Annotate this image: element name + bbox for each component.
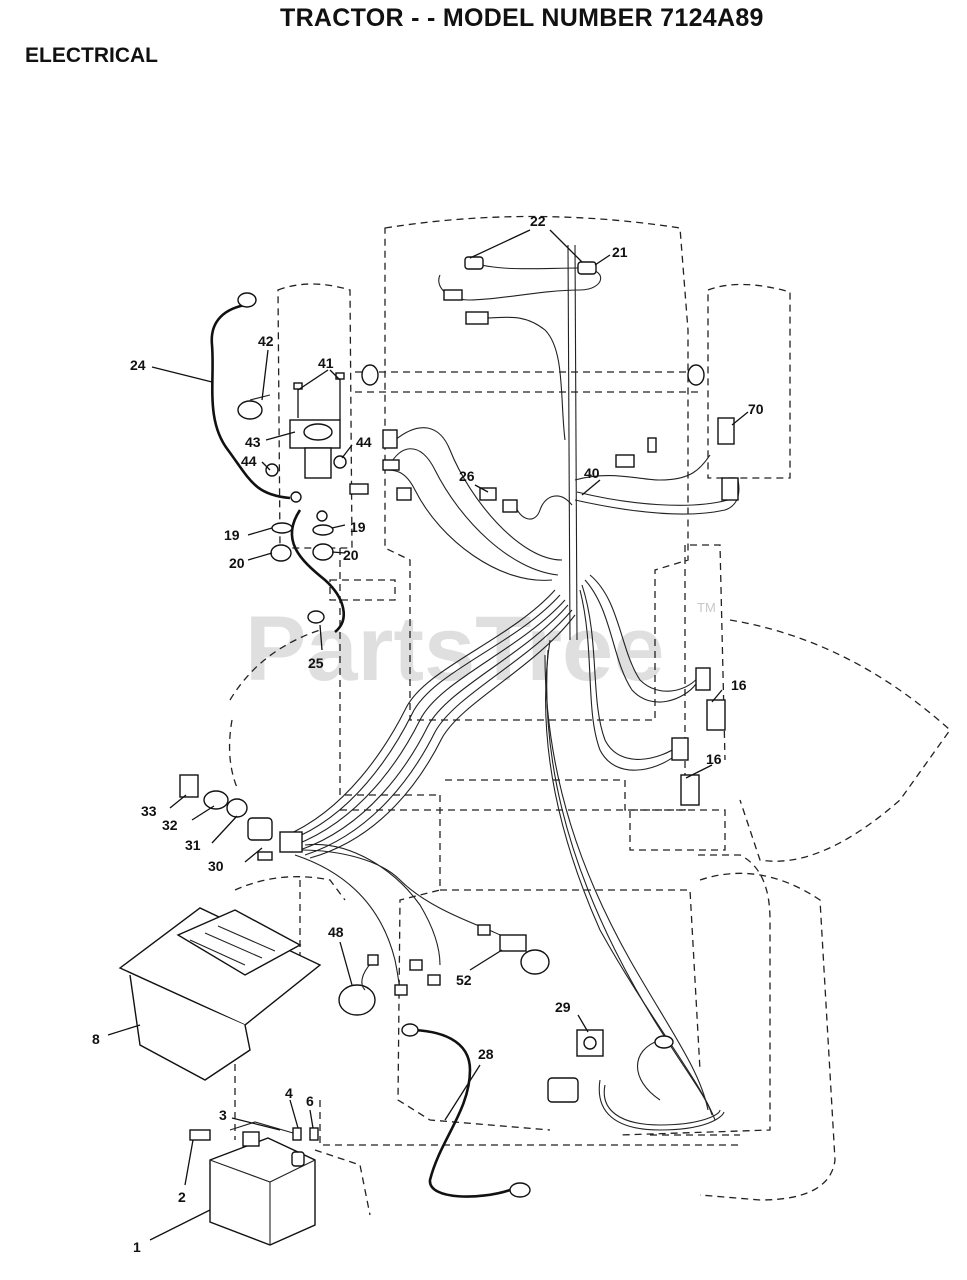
ground-cable-28 xyxy=(407,1028,511,1198)
callout-41: 41 xyxy=(318,355,334,371)
callout-70: 70 xyxy=(748,401,764,417)
callout-33: 33 xyxy=(141,803,157,819)
callout-32: 32 xyxy=(162,817,178,833)
tractor-outline xyxy=(209,215,951,1216)
part-nuts-washers xyxy=(237,292,347,624)
wiring-harness xyxy=(284,244,740,1131)
callout-22: 22 xyxy=(530,213,546,229)
callout-44-right: 44 xyxy=(356,434,372,450)
callout-8: 8 xyxy=(92,1031,100,1047)
part-battery-1 xyxy=(189,1129,316,1246)
callout-29: 29 xyxy=(555,999,571,1015)
ground-cable-25 xyxy=(290,509,345,634)
part-connectors-upper xyxy=(349,364,739,513)
callout-24: 24 xyxy=(130,357,146,373)
part-switch-16-lower xyxy=(671,737,700,806)
callout-19-right: 19 xyxy=(350,519,366,535)
section-title: ELECTRICAL xyxy=(25,44,158,67)
callout-30: 30 xyxy=(208,858,224,874)
callout-26: 26 xyxy=(459,468,475,484)
callout-3: 3 xyxy=(219,1107,227,1123)
callout-labels: 1 2 3 4 6 8 16 16 19 19 20 20 21 22 24 2… xyxy=(92,213,764,1255)
watermark-text: PartsTree xyxy=(245,598,664,700)
callout-25: 25 xyxy=(308,655,324,671)
part-battery-box-8 xyxy=(118,907,322,1081)
callout-31: 31 xyxy=(185,837,201,853)
part-solenoid-43 xyxy=(289,419,341,479)
part-clamp-42 xyxy=(237,394,271,420)
callout-28: 28 xyxy=(478,1046,494,1062)
callout-40: 40 xyxy=(584,465,600,481)
callout-20-right: 20 xyxy=(343,547,359,563)
part-48-fuse-holder xyxy=(338,954,441,1016)
ring-terminal-28 xyxy=(509,1182,531,1198)
callout-44-left: 44 xyxy=(241,453,257,469)
watermark-trademark: TM xyxy=(697,600,716,615)
battery-cable-24 xyxy=(210,303,291,500)
callout-6: 6 xyxy=(306,1093,314,1109)
page-title: TRACTOR - - MODEL NUMBER 7124A89 xyxy=(280,4,764,32)
part-switch-16-upper xyxy=(695,667,726,731)
callout-42: 42 xyxy=(258,333,274,349)
callout-48: 48 xyxy=(328,924,344,940)
callout-20-left: 20 xyxy=(229,555,245,571)
callout-4: 4 xyxy=(285,1085,293,1101)
callout-1: 1 xyxy=(133,1239,141,1255)
part-52-connector xyxy=(477,924,550,975)
callout-16-lower: 16 xyxy=(706,751,722,767)
callout-21: 21 xyxy=(612,244,628,260)
part-29-module xyxy=(547,1029,674,1103)
callout-16-upper: 16 xyxy=(731,677,747,693)
callout-2: 2 xyxy=(178,1189,186,1205)
callout-52: 52 xyxy=(456,972,472,988)
part-ignition-switch xyxy=(179,774,303,861)
part-headlight-harness xyxy=(438,256,602,325)
callout-19-left: 19 xyxy=(224,527,240,543)
ring-terminal-28-top xyxy=(401,1023,419,1037)
part-bolt-nut-3-4-6 xyxy=(229,1121,319,1141)
part-bolts-41 xyxy=(293,372,345,420)
leader-lines xyxy=(107,229,749,1241)
callout-43: 43 xyxy=(245,434,261,450)
